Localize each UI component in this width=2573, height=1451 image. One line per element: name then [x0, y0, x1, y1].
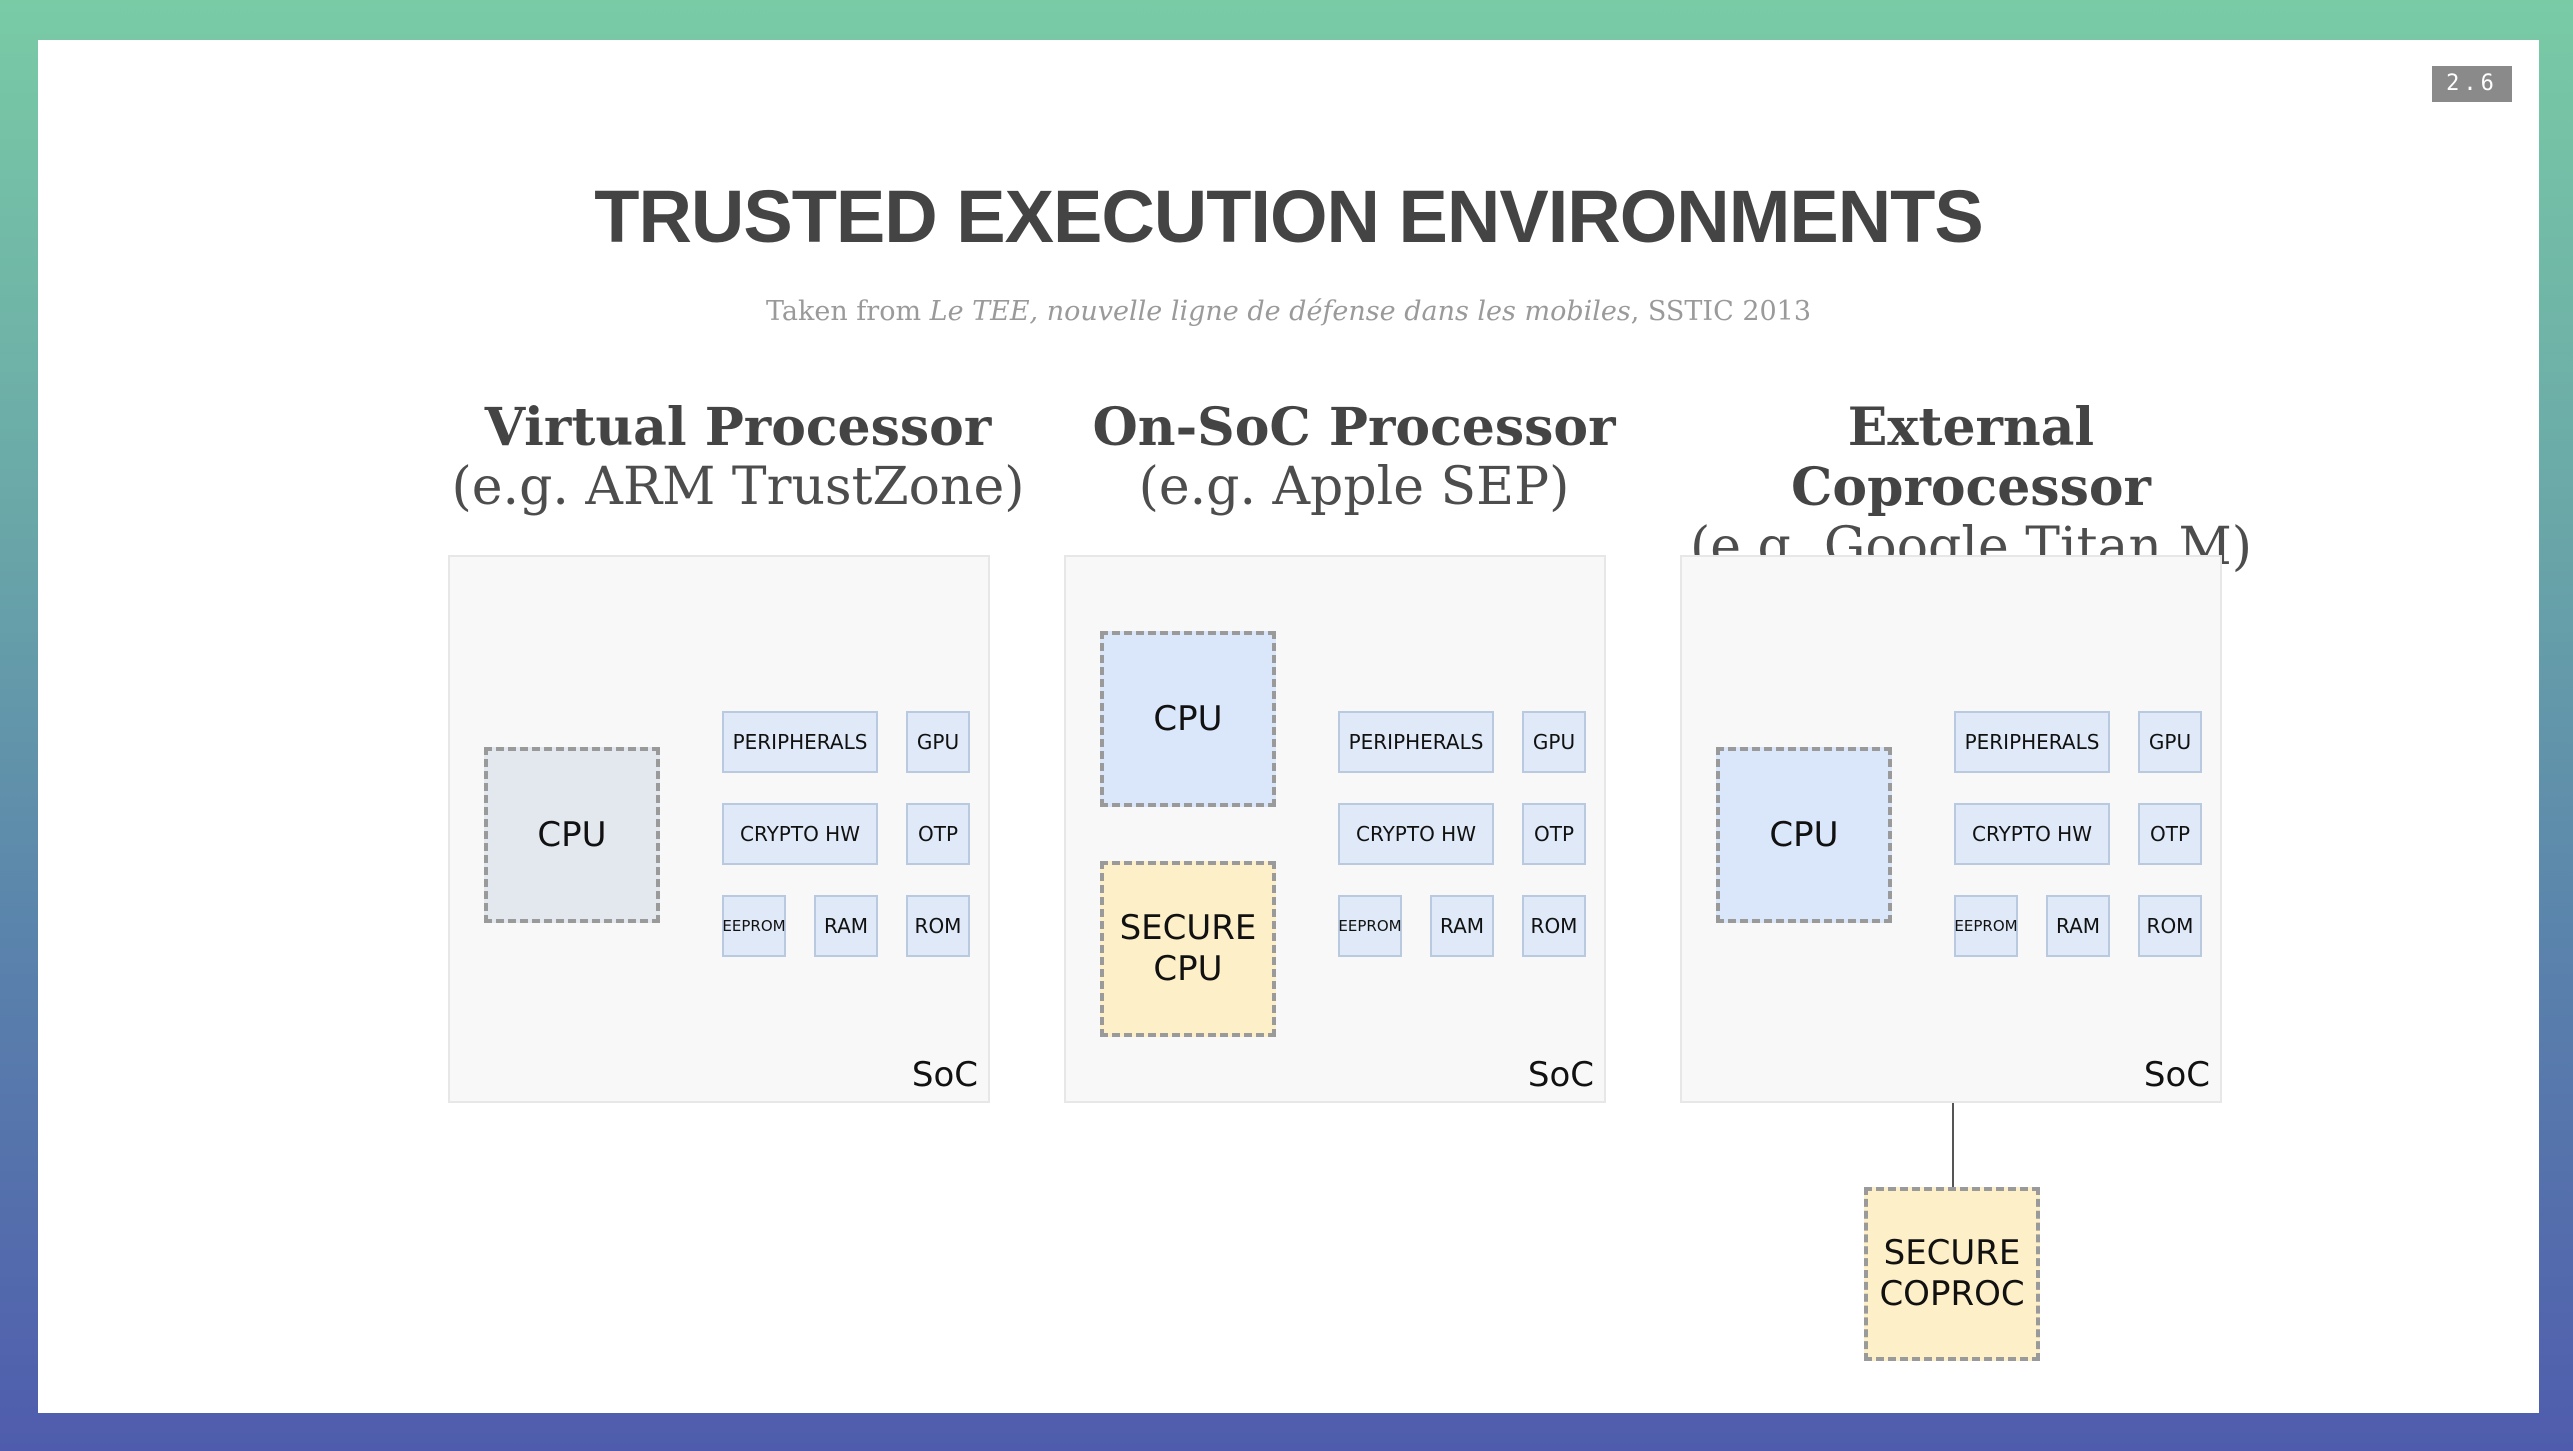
slide-title: TRUSTED EXECUTION ENVIRONMENTS [594, 175, 1983, 258]
column-heading-virtual: Virtual Processor (e.g. ARM TrustZone) [428, 398, 1048, 518]
crypto-hw-block: CRYPTO HW [722, 803, 878, 865]
soc-to-coproc-connector [1952, 1103, 1954, 1187]
eeprom-block: EEPROM [1338, 895, 1402, 957]
column-example: (e.g. ARM TrustZone) [451, 456, 1025, 517]
soc-label: SoC [2143, 1055, 2210, 1095]
soc-label: SoC [1527, 1055, 1594, 1095]
slide-subtitle: Taken from Le TEE, nouvelle ligne de déf… [38, 298, 2539, 325]
otp-block: OTP [1522, 803, 1586, 865]
column-name: On-SoC Processor [1092, 397, 1616, 458]
otp-block: OTP [2138, 803, 2202, 865]
subtitle-suffix: , SSTIC 2013 [1630, 296, 1812, 327]
column-heading-on-soc: On-SoC Processor (e.g. Apple SEP) [1044, 398, 1664, 518]
peripherals-block: PERIPHERALS [722, 711, 878, 773]
column-heading-external: External Coprocessor (e.g. Google Titan … [1661, 398, 2281, 577]
column-example: (e.g. Apple SEP) [1138, 456, 1570, 517]
soc-box-external: CPU PERIPHERALS GPU CRYPTO HW OTP EEPROM… [1680, 555, 2222, 1103]
rom-block: ROM [1522, 895, 1586, 957]
cpu-block: CPU [1716, 747, 1892, 923]
eeprom-block: EEPROM [722, 895, 786, 957]
cpu-block: CPU [1100, 631, 1276, 807]
secure-coproc-block: SECURE COPROC [1864, 1187, 2040, 1361]
rom-block: ROM [2138, 895, 2202, 957]
gpu-block: GPU [2138, 711, 2202, 773]
soc-box-on-soc: CPU SECURE CPU PERIPHERALS GPU CRYPTO HW… [1064, 555, 1606, 1103]
gpu-block: GPU [1522, 711, 1586, 773]
crypto-hw-block: CRYPTO HW [1338, 803, 1494, 865]
subtitle-prefix: Taken from [765, 296, 930, 327]
peripherals-block: PERIPHERALS [1338, 711, 1494, 773]
otp-block: OTP [906, 803, 970, 865]
soc-label: SoC [911, 1055, 978, 1095]
eeprom-block: EEPROM [1954, 895, 2018, 957]
cpu-block: CPU [484, 747, 660, 923]
column-name: External Coprocessor [1791, 397, 2151, 518]
peripherals-block: PERIPHERALS [1954, 711, 2110, 773]
ram-block: RAM [2046, 895, 2110, 957]
ram-block: RAM [814, 895, 878, 957]
soc-box-virtual: CPU PERIPHERALS GPU CRYPTO HW OTP EEPROM… [448, 555, 990, 1103]
column-name: Virtual Processor [484, 397, 992, 458]
crypto-hw-block: CRYPTO HW [1954, 803, 2110, 865]
ram-block: RAM [1430, 895, 1494, 957]
subtitle-source-title: Le TEE, nouvelle ligne de défense dans l… [929, 296, 1631, 327]
gpu-block: GPU [906, 711, 970, 773]
rom-block: ROM [906, 895, 970, 957]
slide: 2.6 TRUSTED EXECUTION ENVIRONMENTS Taken… [38, 40, 2539, 1413]
secure-cpu-block: SECURE CPU [1100, 861, 1276, 1037]
slide-number: 2.6 [2432, 66, 2512, 102]
